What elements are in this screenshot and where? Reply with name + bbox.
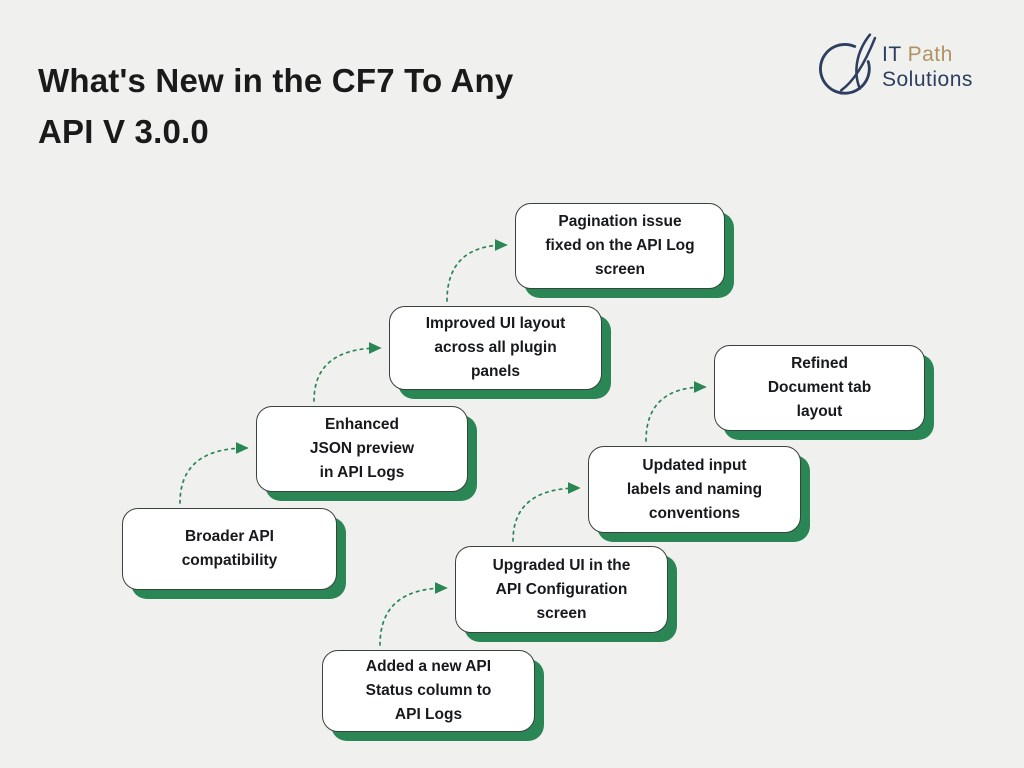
feature-box-text: screen (536, 604, 587, 622)
page-title-line2: API V 3.0.0 (38, 113, 209, 150)
feature-box-text: across all plugin (434, 339, 557, 356)
feature-box-text: Refined (791, 355, 848, 372)
flow-arrow (313, 342, 382, 402)
flow-arrow (446, 239, 508, 302)
feature-box-text: fixed on the API Log (545, 237, 695, 254)
logo-text: IT Path Solutions (882, 42, 973, 92)
flow-arrow (645, 381, 707, 442)
feature-box-text: Added a new API (365, 658, 492, 675)
feature-box-text: JSON preview (309, 440, 415, 457)
feature-box-text: compatibility (181, 552, 278, 569)
feature-box: Updated input labels and naming convention… (588, 446, 801, 533)
feature-box-text: screen (595, 261, 645, 278)
feature-box-text: Updated input (642, 456, 747, 474)
feature-box-text: Improved UI layout (425, 315, 566, 332)
feature-box-text: labels and naming (626, 480, 763, 498)
feature-box-text: Status column to (365, 682, 492, 699)
logo-path-word: Path (907, 43, 953, 66)
feature-box-text: API Configuration (495, 580, 628, 598)
feature-box: Improved UI layout across all plugin panel… (389, 306, 602, 390)
feature-box-text: conventions (648, 504, 741, 522)
feature-box: Pagination issue fixed on the API Log scre… (515, 203, 725, 289)
page-title-line1: What's New in the CF7 To Any (38, 62, 514, 99)
page-title: What's New in the CF7 To Any API V 3.0.0 (38, 55, 513, 157)
logo-swoosh-icon (819, 33, 877, 95)
feature-box-text: Enhanced (324, 416, 400, 433)
feature-box-text: panels (470, 363, 521, 380)
feature-box-text: layout (796, 403, 843, 420)
feature-box-text: Pagination issue (558, 213, 682, 230)
logo-line2: Solutions (882, 68, 973, 91)
feature-box: Added a new API Status column to API Logs (322, 650, 535, 732)
it-path-solutions-logo: IT Path Solutions (816, 30, 973, 100)
flow-arrow (179, 442, 249, 504)
feature-box-text: Broader API (184, 528, 274, 545)
flow-arrow (512, 482, 581, 542)
feature-box-text: Document tab (767, 379, 872, 396)
logo-line1: IT Path (882, 42, 973, 67)
feature-box: Broader API compatibility (122, 508, 337, 590)
feature-box-text: Upgraded UI in the (492, 556, 631, 574)
flow-arrow (379, 582, 448, 646)
feature-box-text: API Logs (394, 706, 463, 723)
feature-box-text: in API Logs (319, 464, 405, 481)
logo-it: IT (882, 43, 908, 66)
